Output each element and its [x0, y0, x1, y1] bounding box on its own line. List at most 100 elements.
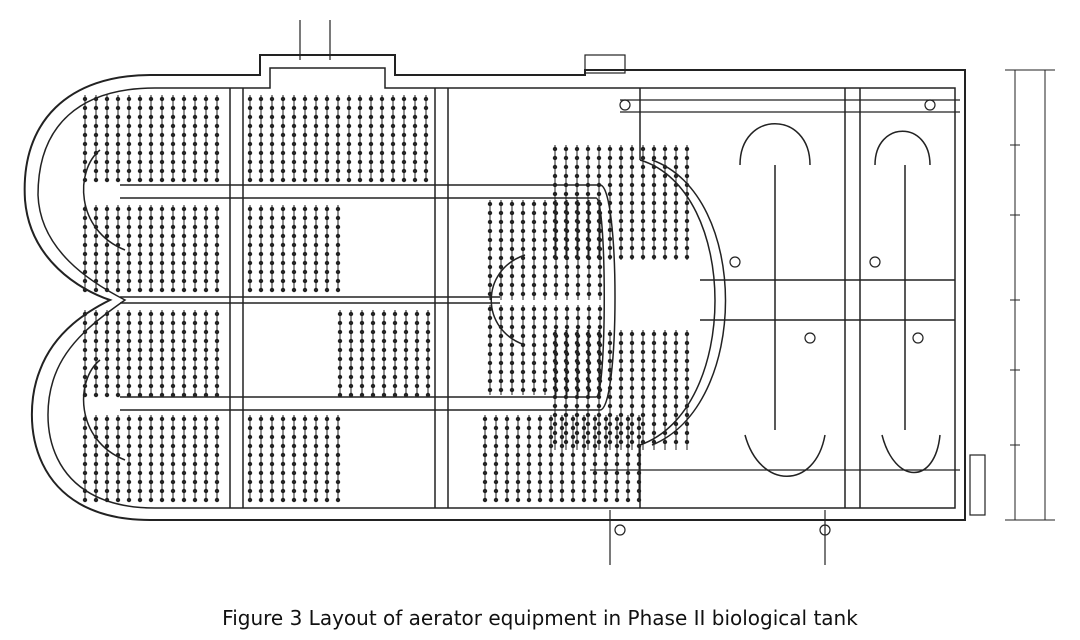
- diffuser-dot: [379, 123, 385, 129]
- diffuser-dot: [368, 159, 374, 165]
- diffuser-dot: [531, 228, 537, 234]
- diffuser-dot: [82, 132, 88, 138]
- diffuser-dot: [509, 246, 515, 252]
- diffuser-dot: [324, 206, 330, 212]
- diffuser-dot: [93, 311, 99, 317]
- diffuser-dot: [574, 254, 580, 260]
- diffuser-dot: [192, 338, 198, 344]
- diffuser-dot: [291, 168, 297, 174]
- diffuser-dot: [137, 383, 143, 389]
- diffuser-dot: [425, 374, 431, 380]
- diffuser-dot: [425, 365, 431, 371]
- diffuser-dot: [487, 306, 493, 312]
- diffuser-dot: [181, 356, 187, 362]
- aerator-layout-drawing: [23, 20, 1055, 565]
- diffuser-dot: [104, 311, 110, 317]
- diffuser-dot: [137, 159, 143, 165]
- diffuser-dot: [170, 260, 176, 266]
- diffuser-dot: [302, 461, 308, 467]
- diffuser-dot: [570, 470, 576, 476]
- diffuser-dot: [520, 387, 526, 393]
- diffuser-dot: [618, 182, 624, 188]
- diffuser-dot: [170, 224, 176, 230]
- diffuser-dot: [381, 311, 387, 317]
- diffuser-dot: [368, 123, 374, 129]
- diffuser-dot: [192, 269, 198, 275]
- diffuser-dot: [313, 461, 319, 467]
- diffuser-dot: [504, 425, 510, 431]
- diffuser-dot: [552, 191, 558, 197]
- diffuser-dot: [581, 479, 587, 485]
- diffuser-dot: [585, 182, 591, 188]
- diffuser-dot: [563, 403, 569, 409]
- diffuser-dot: [651, 412, 657, 418]
- diffuser-dot: [269, 132, 275, 138]
- diffuser-dot: [324, 452, 330, 458]
- diffuser-dot: [214, 320, 220, 326]
- diffuser-dot: [662, 403, 668, 409]
- diffuser-dot: [170, 233, 176, 239]
- diffuser-dot: [93, 443, 99, 449]
- diffuser-dot: [181, 320, 187, 326]
- diffuser-dot: [203, 320, 209, 326]
- diffuser-dot: [629, 254, 635, 260]
- diffuser-dot: [280, 269, 286, 275]
- diffuser-dot: [214, 461, 220, 467]
- diffuser-dot: [280, 206, 286, 212]
- diffuser-dot: [574, 164, 580, 170]
- diffuser-dot: [126, 452, 132, 458]
- diffuser-dot: [673, 367, 679, 373]
- diffuser-dot: [137, 461, 143, 467]
- diffuser-dot: [537, 488, 543, 494]
- diffuser-dot: [662, 191, 668, 197]
- diffuser-dot: [574, 439, 580, 445]
- diffuser-dot: [403, 311, 409, 317]
- diffuser-dot: [662, 367, 668, 373]
- diffuser-dot: [159, 224, 165, 230]
- diffuser-dot: [636, 497, 642, 503]
- diffuser-dot: [291, 224, 297, 230]
- diffuser-dot: [563, 376, 569, 382]
- diffuser-dot: [291, 452, 297, 458]
- diffuser-dot: [126, 96, 132, 102]
- diffuser-dot: [392, 311, 398, 317]
- diffuser-dot: [148, 168, 154, 174]
- diffuser-dot: [137, 269, 143, 275]
- diffuser-dot: [509, 264, 515, 270]
- diffuser-dot: [82, 168, 88, 174]
- diffuser-dot: [192, 470, 198, 476]
- diffuser-dot: [563, 218, 569, 224]
- diffuser-dot: [214, 311, 220, 317]
- diffuser-dot: [335, 206, 341, 212]
- diffuser-dot: [170, 168, 176, 174]
- diffuser-dot: [359, 392, 365, 398]
- diffuser-dot: [498, 351, 504, 357]
- diffuser-dot: [203, 356, 209, 362]
- diffuser-dot: [247, 206, 253, 212]
- diffuser-dot: [493, 488, 499, 494]
- diffuser-dot: [515, 434, 521, 440]
- diffuser-dot: [313, 215, 319, 221]
- diffuser-dot: [324, 96, 330, 102]
- diffuser-dot: [115, 461, 121, 467]
- diffuser-dot: [564, 306, 570, 312]
- diffuser-dot: [596, 245, 602, 251]
- diffuser-dot: [625, 443, 631, 449]
- diffuser-dot: [104, 123, 110, 129]
- diffuser-dot: [498, 228, 504, 234]
- diffuser-dot: [291, 416, 297, 422]
- diffuser-dot: [247, 425, 253, 431]
- diffuser-dot: [170, 356, 176, 362]
- diffuser-dot: [651, 394, 657, 400]
- diffuser-dot: [115, 392, 121, 398]
- diffuser-dot: [214, 150, 220, 156]
- diffuser-dot: [258, 159, 264, 165]
- diffuser-dot: [82, 141, 88, 147]
- diffuser-dot: [487, 333, 493, 339]
- diffuser-dot: [148, 233, 154, 239]
- diffuser-dot: [137, 329, 143, 335]
- diffuser-dot: [203, 114, 209, 120]
- diffuser-dot: [335, 123, 341, 129]
- diffuser-dot: [181, 168, 187, 174]
- diffuser-dot: [214, 452, 220, 458]
